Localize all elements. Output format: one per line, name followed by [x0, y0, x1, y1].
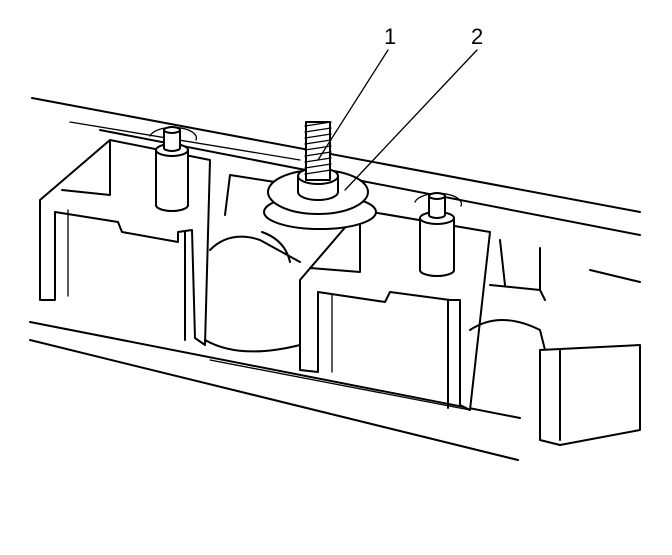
stud-thread	[304, 121, 332, 181]
washer-assembly	[263, 167, 377, 230]
center-channel	[204, 174, 301, 353]
leader-lines	[317, 49, 478, 191]
callout-label-1: 1	[384, 24, 397, 49]
callout-label-2: 2	[471, 24, 484, 49]
left-post	[149, 126, 198, 212]
right-post	[414, 192, 463, 277]
right-bracket	[469, 239, 641, 446]
front-rail	[29, 321, 521, 461]
rear-rail	[31, 97, 641, 236]
